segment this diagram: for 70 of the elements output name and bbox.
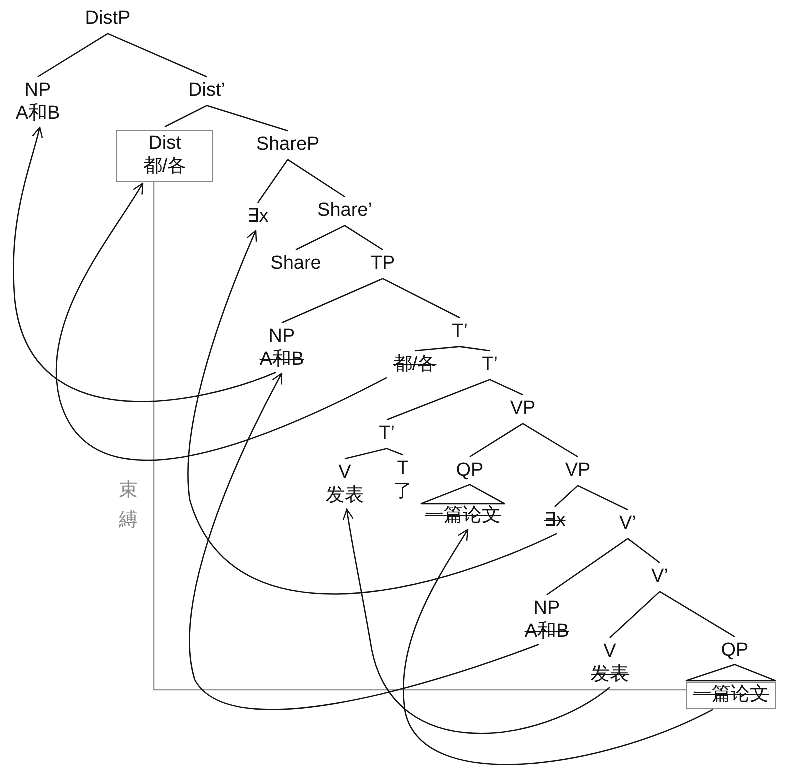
binding-line xyxy=(153,182,686,691)
category-label: T’ xyxy=(452,321,468,344)
category-label: NP xyxy=(268,326,296,349)
category-label: NP xyxy=(24,80,52,103)
category-label: Dist’ xyxy=(188,80,226,103)
tree-branch xyxy=(546,538,628,596)
category-label: NP xyxy=(534,598,560,621)
tree-branch xyxy=(282,278,384,324)
tree-branch xyxy=(344,448,388,460)
word-text: 了 xyxy=(394,480,412,504)
category-label: V xyxy=(604,641,616,664)
category-label: DistP xyxy=(85,8,131,31)
movement-arrow xyxy=(13,127,276,402)
category-label: TP xyxy=(370,253,396,276)
movement-arrow xyxy=(403,529,714,766)
category-label: VP xyxy=(565,460,591,483)
category-label: T xyxy=(397,458,409,481)
tree-branch xyxy=(660,591,736,638)
word-text: A和B xyxy=(16,102,60,126)
movement-arrow xyxy=(189,373,540,710)
tree-branch xyxy=(38,33,108,78)
word-text: 发表 xyxy=(326,484,364,508)
category-label: V xyxy=(338,462,352,485)
category-label: ShareP xyxy=(256,134,320,157)
tree-branch xyxy=(344,225,384,251)
tree-branch xyxy=(296,225,346,251)
deleted-copy-text: A和B xyxy=(524,620,570,644)
tree-branch xyxy=(470,423,524,458)
movement-arrow xyxy=(188,230,558,595)
category-label: T’ xyxy=(379,423,395,446)
tree-branch xyxy=(578,485,628,511)
tree-branch xyxy=(164,105,208,128)
category-label: QP xyxy=(721,640,749,663)
tree-branch xyxy=(460,346,490,352)
tree-branch xyxy=(610,591,660,638)
tree-branch xyxy=(257,159,289,204)
tree-branch xyxy=(206,105,288,132)
tree-branch xyxy=(382,278,460,319)
tree-branch xyxy=(108,33,208,78)
category-label: Share xyxy=(270,253,322,276)
category-label: QP xyxy=(456,460,484,483)
tree-branch xyxy=(554,485,578,508)
category-label: Dist xyxy=(148,133,182,156)
tree-branch xyxy=(522,423,578,458)
deleted-copy-text: 一篇论文 xyxy=(424,505,502,528)
highlight-box xyxy=(116,130,214,182)
category-label: VP xyxy=(510,398,536,421)
highlight-box xyxy=(686,682,776,709)
tree-branch xyxy=(386,448,404,456)
triangle-branch xyxy=(685,664,777,682)
category-label: Share’ xyxy=(318,200,372,223)
category-label: V’ xyxy=(652,566,668,589)
deleted-copy-text: 一篇论文 xyxy=(692,684,770,707)
tree-branch xyxy=(490,379,524,396)
category-label: V’ xyxy=(620,513,636,536)
tree-branch xyxy=(414,346,460,352)
word-text: 都/各 xyxy=(143,156,187,179)
movement-arrow xyxy=(342,509,610,734)
movement-arrow xyxy=(56,183,388,461)
tree-branch xyxy=(288,159,346,198)
tree-branch xyxy=(628,538,660,564)
category-label: T’ xyxy=(482,354,498,377)
deleted-copy-text: ∃x xyxy=(543,510,567,533)
tree-branch xyxy=(386,379,490,421)
deleted-copy-text: 发表 xyxy=(590,664,630,687)
deleted-copy-text: A和B xyxy=(258,348,306,372)
edge-label: 束縛 xyxy=(119,479,138,534)
category-label: ∃x xyxy=(247,206,269,229)
triangle-branch xyxy=(420,484,506,505)
deleted-copy-text: 都/各 xyxy=(392,354,438,377)
